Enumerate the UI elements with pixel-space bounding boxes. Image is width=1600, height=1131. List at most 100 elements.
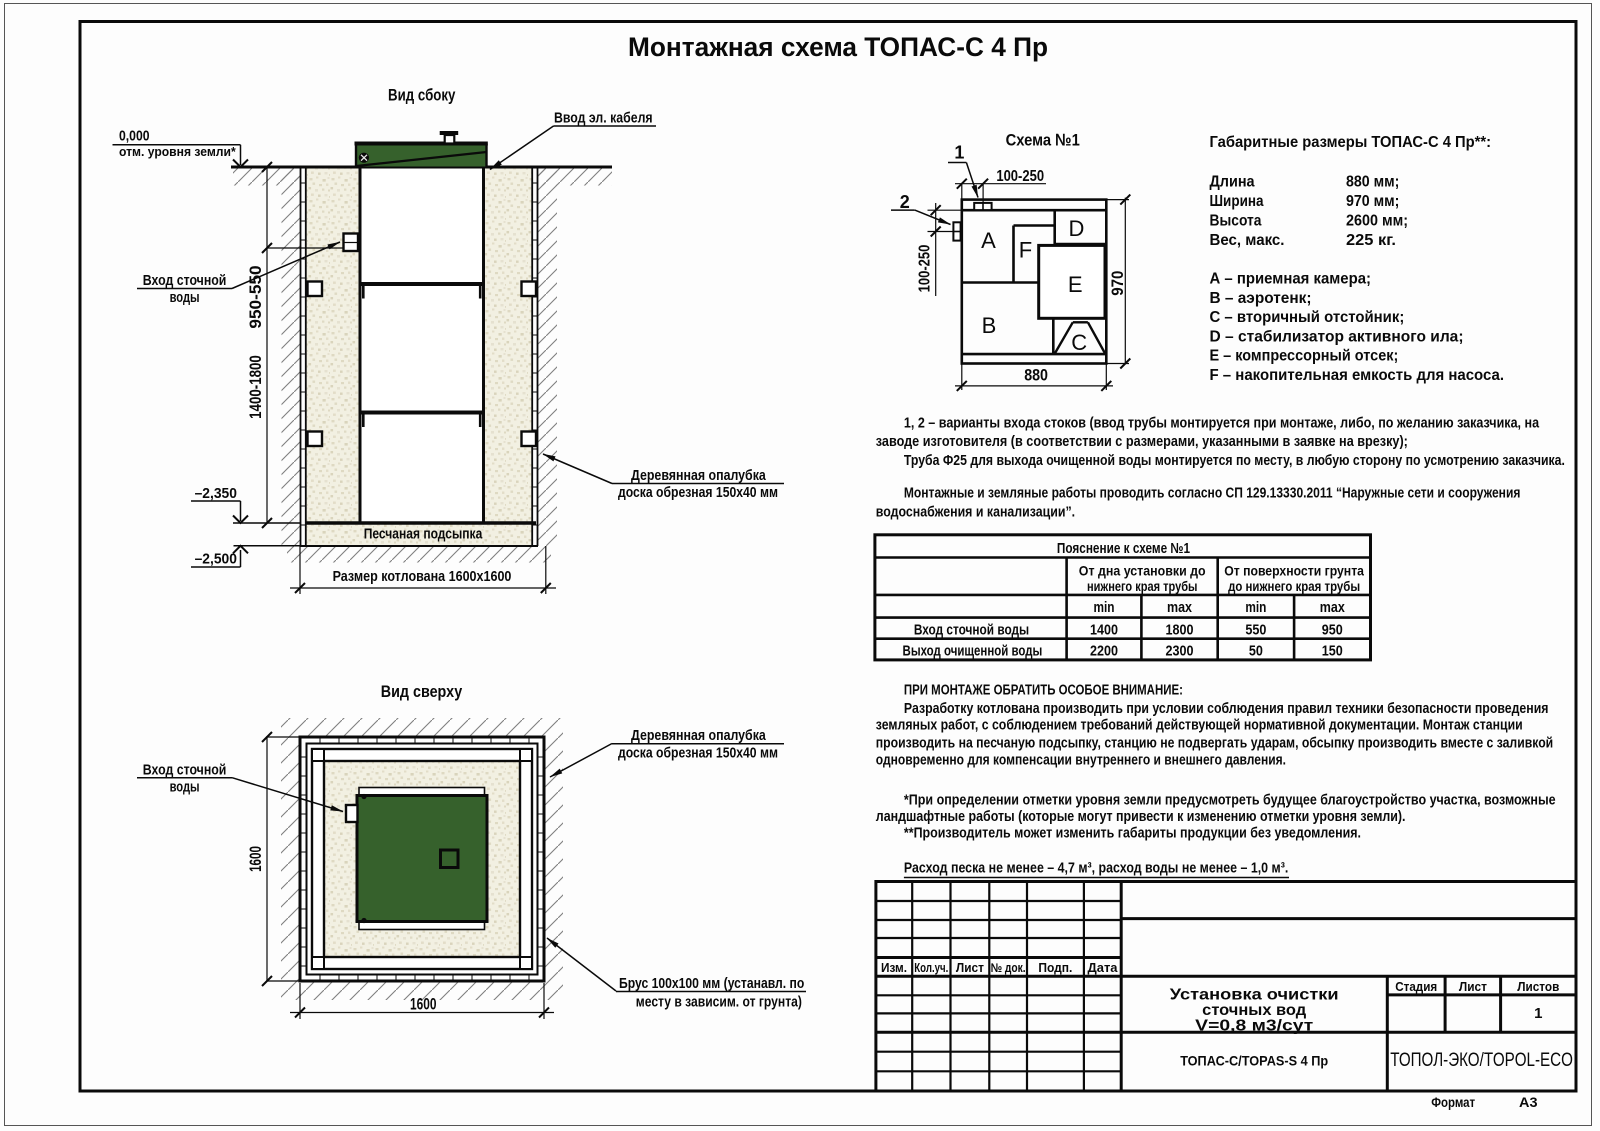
svg-text:550: 550 [1245, 623, 1266, 639]
svg-text:Вид сверху: Вид сверху [381, 682, 463, 701]
svg-text:№ док.: № док. [991, 961, 1026, 975]
svg-text:Расход песка не менее – 4,7 м³: Расход песка не менее – 4,7 м³, расход в… [904, 861, 1288, 877]
svg-text:min: min [1094, 600, 1115, 616]
svg-text:A: A [981, 228, 996, 253]
svg-text:Кол.уч.: Кол.уч. [914, 961, 948, 975]
svg-text:B: B [982, 313, 997, 338]
svg-text:воды: воды [170, 290, 200, 306]
svg-text:сточных вод: сточных вод [1202, 1002, 1306, 1019]
svg-text:225 кг.: 225 кг. [1346, 232, 1396, 249]
svg-text:доска обрезная 150х40 мм: доска обрезная 150х40 мм [618, 485, 778, 501]
svg-text:Песчаная подсыпка: Песчаная подсыпка [364, 526, 483, 543]
svg-text:одновременно для компенсации в: одновременно для компенсации внутреннего… [876, 753, 1286, 769]
svg-text:1400-1800: 1400-1800 [246, 355, 265, 419]
svg-text:Листов: Листов [1517, 980, 1559, 994]
svg-text:В – аэротенк;: В – аэротенк; [1210, 290, 1312, 307]
svg-text:2300: 2300 [1166, 644, 1194, 660]
svg-text:Высота: Высота [1210, 213, 1262, 230]
svg-text:Вход сточной: Вход сточной [143, 763, 227, 779]
svg-text:50: 50 [1249, 644, 1263, 660]
svg-text:Лист: Лист [956, 961, 984, 975]
svg-text:Труба Ф25 для выхода очищенной: Труба Ф25 для выхода очищенной воды монт… [904, 453, 1565, 469]
svg-text:1: 1 [954, 143, 964, 163]
svg-text:–2,350: –2,350 [195, 486, 237, 502]
svg-text:1600: 1600 [410, 995, 437, 1014]
svg-text:От поверхности грунта: От поверхности грунта [1224, 563, 1364, 579]
svg-text:Ширина: Ширина [1210, 193, 1264, 210]
svg-text:1600: 1600 [246, 846, 265, 872]
svg-text:Формат: Формат [1431, 1095, 1475, 1110]
svg-text:Монтажные и земляные работы пр: Монтажные и земляные работы проводить со… [904, 486, 1521, 502]
svg-text:Вес, макс.: Вес, макс. [1210, 232, 1285, 249]
svg-text:Разработку котлована производи: Разработку котлована производить при усл… [904, 701, 1549, 717]
svg-text:max: max [1320, 600, 1345, 616]
svg-text:ландшафтные работы (которые мо: ландшафтные работы (которые могут привес… [876, 809, 1406, 825]
svg-text:Вход сточной: Вход сточной [143, 273, 227, 289]
svg-text:Габаритные размеры ТОПАС-С 4 П: Габаритные размеры ТОПАС-С 4 Пр**: [1210, 134, 1492, 151]
svg-text:От дна установки до: От дна установки до [1079, 563, 1206, 579]
svg-text:ПРИ МОНТАЖЕ ОБРАТИТЬ ОСОБОЕ ВН: ПРИ МОНТАЖЕ ОБРАТИТЬ ОСОБОЕ ВНИМАНИЕ: [904, 682, 1183, 698]
svg-text:Ввод эл. кабеля: Ввод эл. кабеля [554, 111, 653, 127]
svg-text:D – стабилизатор активного ила: D – стабилизатор активного ила; [1210, 328, 1464, 345]
svg-text:Выход очищенной воды: Выход очищенной воды [903, 644, 1043, 660]
svg-text:Монтажная схема ТОПАС-С 4 Пр: Монтажная схема ТОПАС-С 4 Пр [628, 32, 1048, 62]
svg-text:**Производитель может изменить: **Производитель может изменить габариты … [904, 825, 1361, 841]
svg-text:С – вторичный отстойник;: С – вторичный отстойник; [1210, 309, 1405, 326]
svg-text:Е – компрессорный отсек;: Е – компрессорный отсек; [1210, 348, 1399, 365]
svg-text:А – приемная камера;: А – приемная камера; [1210, 271, 1372, 288]
svg-text:Изм.: Изм. [881, 961, 907, 975]
svg-text:–2,500: –2,500 [195, 552, 237, 568]
svg-text:Вид сбоку: Вид сбоку [388, 86, 456, 105]
svg-text:нижнего края трубы: нижнего края трубы [1087, 578, 1198, 594]
svg-text:E: E [1068, 272, 1083, 297]
svg-text:150: 150 [1322, 644, 1343, 660]
svg-text:производить на песчаную подсып: производить на песчаную подсыпку, станци… [876, 735, 1553, 751]
svg-text:D: D [1069, 216, 1085, 241]
svg-text:1800: 1800 [1166, 623, 1194, 639]
svg-text:F: F [1019, 237, 1032, 262]
svg-text:Деревянная опалубка: Деревянная опалубка [631, 728, 767, 744]
svg-text:Деревянная опалубка: Деревянная опалубка [631, 468, 767, 484]
svg-text:Размер котлована 1600х1600: Размер котлована 1600х1600 [333, 568, 512, 585]
svg-text:2: 2 [900, 192, 910, 212]
svg-text:до нижнего края трубы: до нижнего края трубы [1228, 578, 1360, 594]
svg-text:*При определении отметки уровн: *При определении отметки уровня земли пр… [904, 793, 1556, 809]
svg-text:950: 950 [1322, 623, 1343, 639]
svg-text:доска обрезная 150х40 мм: доска обрезная 150х40 мм [618, 746, 778, 762]
svg-text:0,000: 0,000 [119, 129, 150, 145]
svg-text:970: 970 [1108, 271, 1127, 296]
svg-text:1: 1 [1534, 1005, 1542, 1022]
svg-text:отм. уровня земли*: отм. уровня земли* [119, 144, 237, 159]
svg-text:1, 2 – варианты входа стоков: 1, 2 – варианты входа стоков (ввод трубы… [904, 415, 1540, 431]
svg-text:Пояснение к схеме №1: Пояснение к схеме №1 [1057, 541, 1190, 557]
svg-text:месту в зависим. от грунта): месту в зависим. от грунта) [636, 995, 802, 1011]
svg-text:Вход сточной воды: Вход сточной воды [914, 623, 1029, 639]
svg-text:Длина: Длина [1210, 174, 1255, 191]
svg-text:max: max [1167, 600, 1192, 616]
svg-text:970 мм;: 970 мм; [1346, 193, 1399, 210]
svg-text:ТОПОЛ-ЭКО/TOPOL-ECO: ТОПОЛ-ЭКО/TOPOL-ECO [1390, 1050, 1573, 1071]
svg-text:100-250: 100-250 [996, 168, 1044, 185]
svg-text:100-250: 100-250 [917, 245, 934, 293]
svg-text:C: C [1071, 330, 1087, 355]
svg-text:ТОПАС-С/TOPAS-S 4 Пр: ТОПАС-С/TOPAS-S 4 Пр [1180, 1053, 1328, 1069]
svg-text:воды: воды [170, 780, 200, 796]
svg-text:Установка очистки: Установка очистки [1170, 987, 1339, 1004]
svg-text:880 мм;: 880 мм; [1346, 174, 1399, 191]
svg-text:Подп.: Подп. [1038, 961, 1072, 975]
svg-text:Схема №1: Схема №1 [1006, 131, 1080, 150]
svg-text:Дата: Дата [1088, 961, 1119, 975]
svg-text:Стадия: Стадия [1395, 980, 1437, 994]
svg-text:2200: 2200 [1090, 644, 1118, 660]
svg-text:min: min [1245, 600, 1266, 616]
svg-text:А3: А3 [1519, 1095, 1538, 1110]
svg-text:Брус 100х100 мм (устанавл. по: Брус 100х100 мм (устанавл. по [619, 976, 804, 992]
svg-text:1400: 1400 [1090, 623, 1118, 639]
svg-text:2600 мм;: 2600 мм; [1346, 213, 1408, 230]
svg-text:880: 880 [1024, 366, 1048, 385]
svg-text:F – накопительная емкость для: F – накопительная емкость для насоса. [1210, 367, 1505, 384]
svg-text:земляных работ, с соблюдением: земляных работ, с соблюдением требований… [876, 718, 1523, 734]
svg-text:заводе изготовителя (в соответ: заводе изготовителя (в соответствии с ра… [876, 434, 1408, 450]
svg-text:Лист: Лист [1459, 980, 1487, 994]
svg-text:V=0,8 м3/сут: V=0,8 м3/сут [1195, 1018, 1313, 1035]
